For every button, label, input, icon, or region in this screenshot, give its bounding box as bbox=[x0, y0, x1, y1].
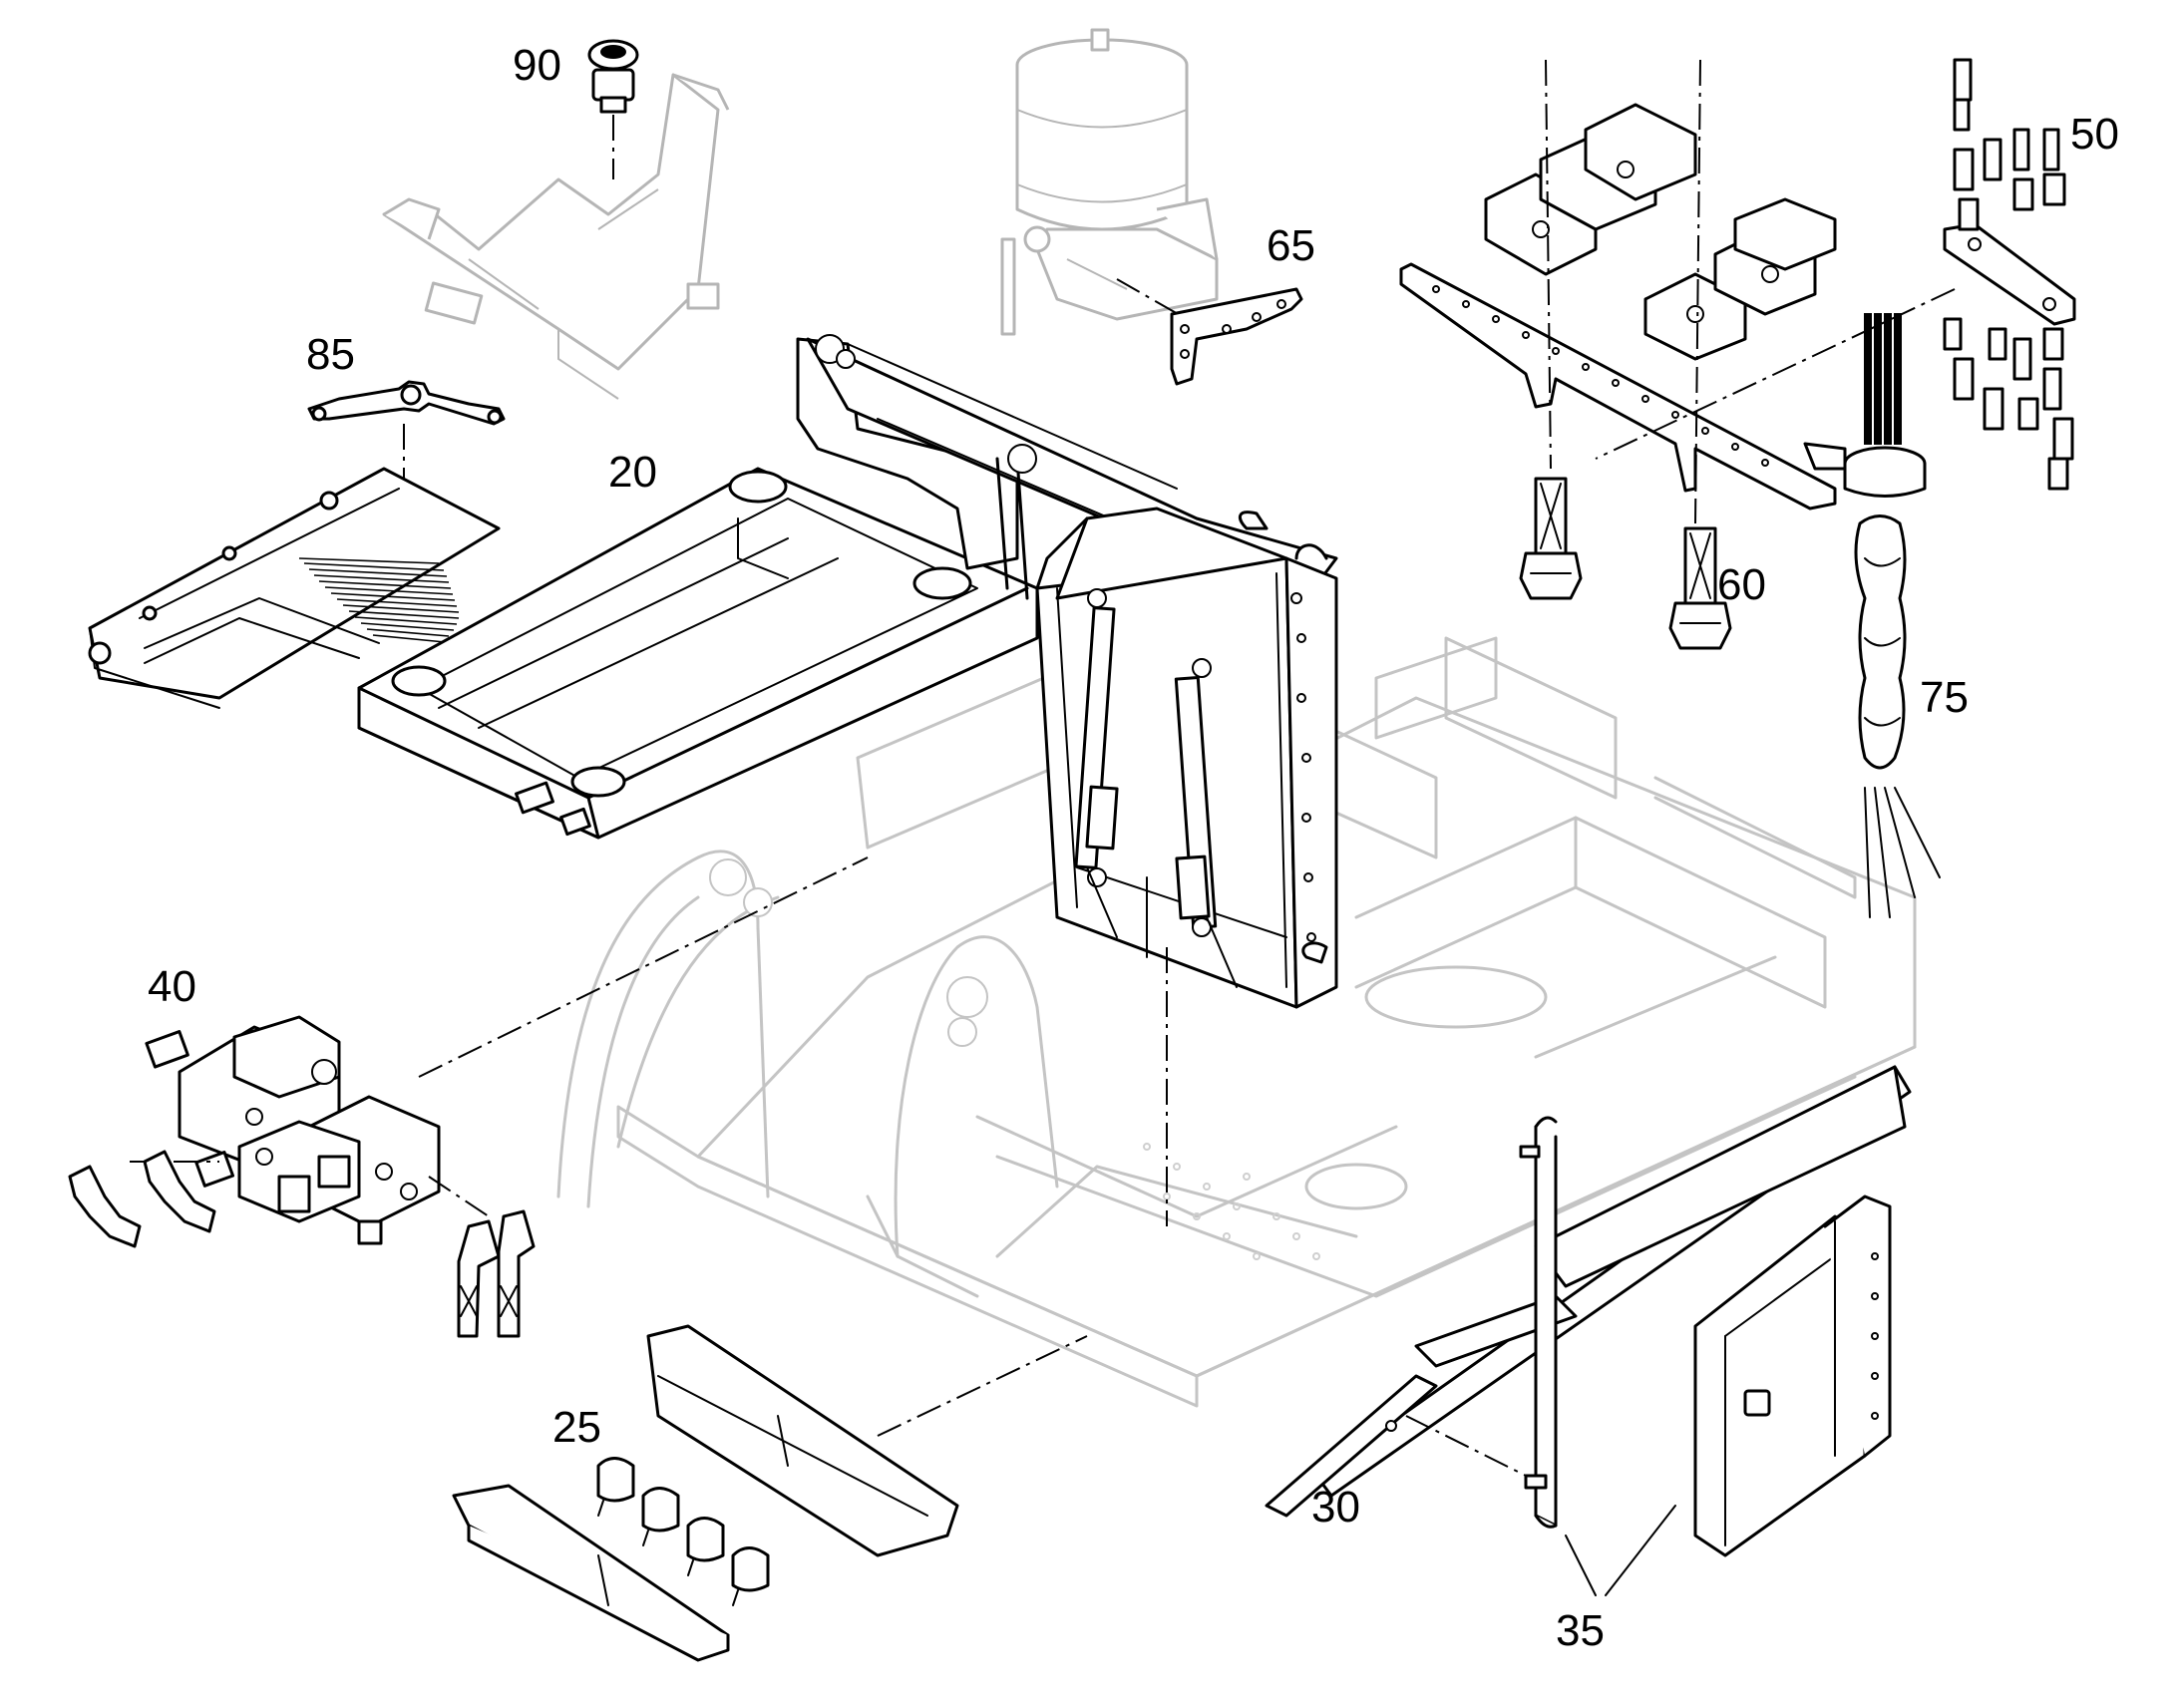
callout-75: 75 bbox=[1920, 673, 1969, 722]
part-90-seat-bracket bbox=[382, 39, 730, 400]
part-35-handle-panel bbox=[1519, 1116, 1892, 1596]
elbow-fittings bbox=[68, 1150, 536, 1338]
cover-plate-85 bbox=[88, 467, 501, 709]
callout-35: 35 bbox=[1556, 1606, 1605, 1655]
callout-50: 50 bbox=[2070, 110, 2119, 159]
knob-90 bbox=[587, 39, 639, 114]
callout-65: 65 bbox=[1267, 221, 1315, 270]
part-20-u-frame bbox=[357, 334, 1338, 840]
callout-20: 20 bbox=[608, 448, 657, 497]
part-75-hose-bundle bbox=[1803, 313, 1941, 918]
part-60-clamp-rail bbox=[1399, 59, 1837, 650]
rubber-mounts bbox=[596, 1457, 770, 1606]
part-25-trays bbox=[452, 1324, 1088, 1662]
callout-90: 90 bbox=[513, 41, 561, 90]
callout-25: 25 bbox=[552, 1403, 601, 1452]
callout-40: 40 bbox=[148, 962, 196, 1011]
part-65-grease-pump bbox=[1000, 28, 1303, 386]
central-box-column bbox=[1035, 507, 1338, 1009]
hose-fitting-left bbox=[1519, 477, 1583, 600]
part-85-lever bbox=[307, 380, 506, 504]
callout-85: 85 bbox=[306, 330, 355, 379]
part-50-fittings bbox=[1595, 58, 2076, 491]
clamp-blocks bbox=[1484, 103, 1837, 361]
callout-60: 60 bbox=[1717, 560, 1766, 609]
callout-30: 30 bbox=[1311, 1483, 1360, 1532]
hose-fitting-right bbox=[1668, 526, 1732, 650]
part-40-valve-block bbox=[68, 856, 869, 1338]
